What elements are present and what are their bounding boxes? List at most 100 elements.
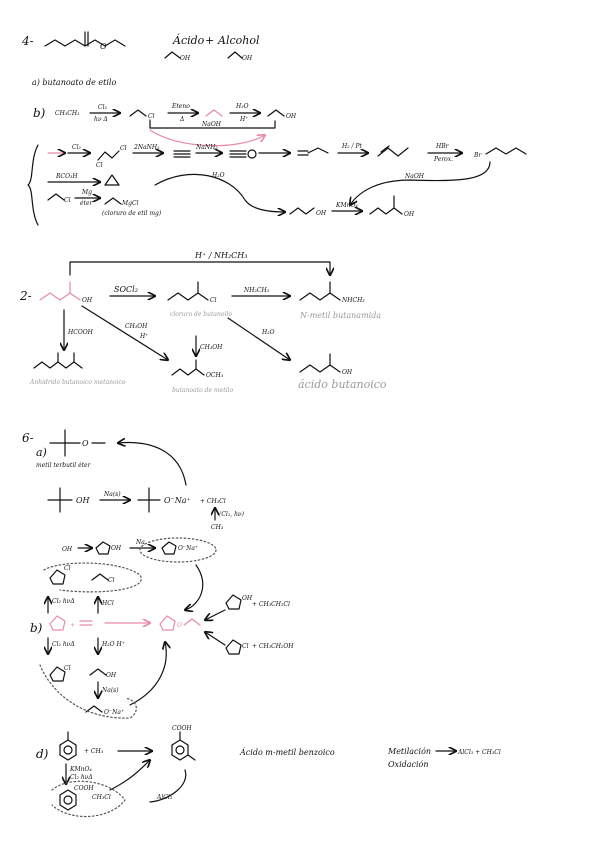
reagent-ch3oh-2: CH₃OH: [200, 344, 223, 351]
problem-2-number: 2-: [19, 289, 32, 303]
arrow-ch3oh-diag: [82, 306, 168, 360]
alcohol-oh: OH: [242, 55, 253, 62]
amida-name: N-metil butanamida: [299, 311, 381, 320]
reagent-mg: Mg: [81, 189, 92, 196]
reagent-delta: Δ: [179, 116, 184, 123]
dichloride-cl2: Cl: [120, 145, 127, 152]
dotted-highlight-1: [139, 537, 217, 563]
reagent-hcooh: HCOOH: [67, 329, 94, 336]
row2-cl2: Cl₂: [72, 144, 82, 151]
butanol-oh: OH: [316, 210, 327, 217]
arrow-to-ether-b: [185, 565, 203, 610]
ester-och3: OCH₃: [206, 372, 224, 379]
acid-fragment: [165, 52, 180, 58]
grignard-mgcl: MgCl: [121, 200, 139, 207]
reagent-perox: Perox.: [433, 156, 453, 163]
alcl3-equation: AlCl₃ + CH₃Cl: [457, 749, 501, 756]
dichloride: [98, 151, 119, 160]
reagent-eteno: Eteno: [171, 103, 190, 110]
cyclopentane-pink: [50, 616, 65, 630]
acid-label: Ácido: [172, 33, 205, 47]
arrow-top-amide: [70, 262, 330, 275]
alkene-pink: [206, 110, 222, 116]
anhidrido-name: Anhídrido butanoico metanoico: [29, 379, 126, 386]
ester-oxygen: O: [100, 42, 107, 51]
reagent-h-nh2ch3: H⁺ / NH₂CH₃: [194, 251, 247, 260]
reagent-cl2hv-6: Cl₂ hνΔ: [70, 774, 93, 781]
cyclopentanol-2: [226, 595, 241, 609]
reagent-nanh2: NaNH₂: [195, 144, 218, 151]
alcl3-curve: [150, 770, 186, 802]
methyl-ester: [172, 369, 204, 375]
ethanol: [268, 110, 284, 116]
reagent-alcl3: AlCl₃: [156, 794, 173, 801]
cyclopentoxide: [162, 542, 176, 554]
dotted-highlight-4: [52, 781, 125, 816]
product-cooh: COOH: [172, 725, 192, 732]
problem-6: 6- a) O metil terbutil éter OH Na(s) O⁻N…: [22, 430, 501, 816]
chloroethane: [130, 110, 146, 116]
chlorocyclopentane: [50, 570, 65, 584]
tbuoh-oh: OH: [76, 496, 91, 505]
reagent-hplus: H⁺: [239, 116, 248, 123]
m-toluic-acid: [172, 740, 188, 760]
butanol: [290, 208, 314, 214]
pink-connector: [150, 130, 265, 146]
reagent-socl2: SOCl₂: [114, 285, 138, 294]
grignard-note: (cloruro de etil mg): [102, 210, 162, 217]
arrow-ethoxide-to-ether: [130, 642, 166, 705]
methane: CH₃: [211, 524, 224, 531]
methylation-label: Metilación: [387, 747, 431, 756]
oh-reactant: OH: [62, 546, 73, 553]
dotted-highlight-3: [40, 665, 136, 718]
chlorocyclopentane-3-cl: Cl: [64, 665, 71, 672]
plus-ch3: + CH₃: [84, 748, 104, 755]
reagent-naoh: NaOH: [201, 121, 222, 128]
oxidation-label: Oxidación: [388, 760, 429, 769]
ch3cl-label: CH₃Cl: [92, 794, 111, 801]
ethoxide: [86, 706, 102, 712]
anhydride: [34, 362, 82, 368]
chlorocyclopentane-2-cl: Cl: [242, 643, 249, 650]
reagent-hcl: HCl: [101, 600, 114, 607]
amide-nhch3: NHCH₃: [341, 297, 365, 304]
benzoic-acid: [60, 790, 76, 810]
right-option-b: + CH₃CH₂OH: [252, 643, 294, 650]
part-a-label: a) butanoato de etilo: [32, 78, 116, 87]
reagent-ch3oh: CH₃OH: [125, 323, 148, 330]
reagent-na-s: Na(s): [103, 491, 121, 498]
acyl-chloride: [168, 293, 208, 300]
chlorocyclopentane-cl: Cl: [64, 565, 71, 572]
epoxide: [105, 175, 119, 185]
chloroethane-cl: Cl: [148, 113, 155, 120]
cloruro-name: cloruro de butanoilo: [170, 311, 232, 318]
plus-sign: +: [205, 34, 214, 47]
reagent-eter: éter: [80, 200, 94, 207]
plus-ch3cl: + CH₃Cl: [200, 498, 226, 505]
dotted-highlight-2: [44, 563, 141, 592]
part-6b-label: b): [30, 621, 43, 635]
cyclopentanol-oh: OH: [111, 545, 122, 552]
butanoic-acid-2: [300, 365, 340, 372]
part-b-label: b): [33, 106, 46, 120]
butanoic-acid-oh: OH: [404, 211, 415, 218]
bromobutane: [486, 148, 526, 154]
naoh-bracket: [150, 120, 275, 128]
grignard: [105, 198, 121, 204]
target-ether-ring: [160, 616, 175, 630]
reagent-cl2hv: (Cl₂, hν): [219, 511, 245, 518]
problem-6-number: 6-: [22, 431, 34, 445]
chlorocyclopentane-2: [226, 640, 241, 654]
reagent-na: Na: [135, 539, 145, 546]
butanoic-acid: [370, 208, 402, 214]
cyclopentanol-2-oh: OH: [242, 595, 253, 602]
arrow-to-ether: [118, 442, 186, 485]
reagent-cl2: Cl₂: [98, 104, 108, 111]
plus-pink: +: [70, 622, 75, 629]
chloroethane-6-cl: Cl: [108, 577, 115, 584]
reagent-kmno4-6: KMnO₄: [69, 766, 92, 773]
reagent-h3o: H₃O: [235, 103, 249, 110]
problem-4: 4- O Ácido + Alcohol OH OH a) butanoato …: [21, 32, 526, 225]
cyclopentoxide-ona: O⁻Na⁺: [178, 545, 198, 552]
